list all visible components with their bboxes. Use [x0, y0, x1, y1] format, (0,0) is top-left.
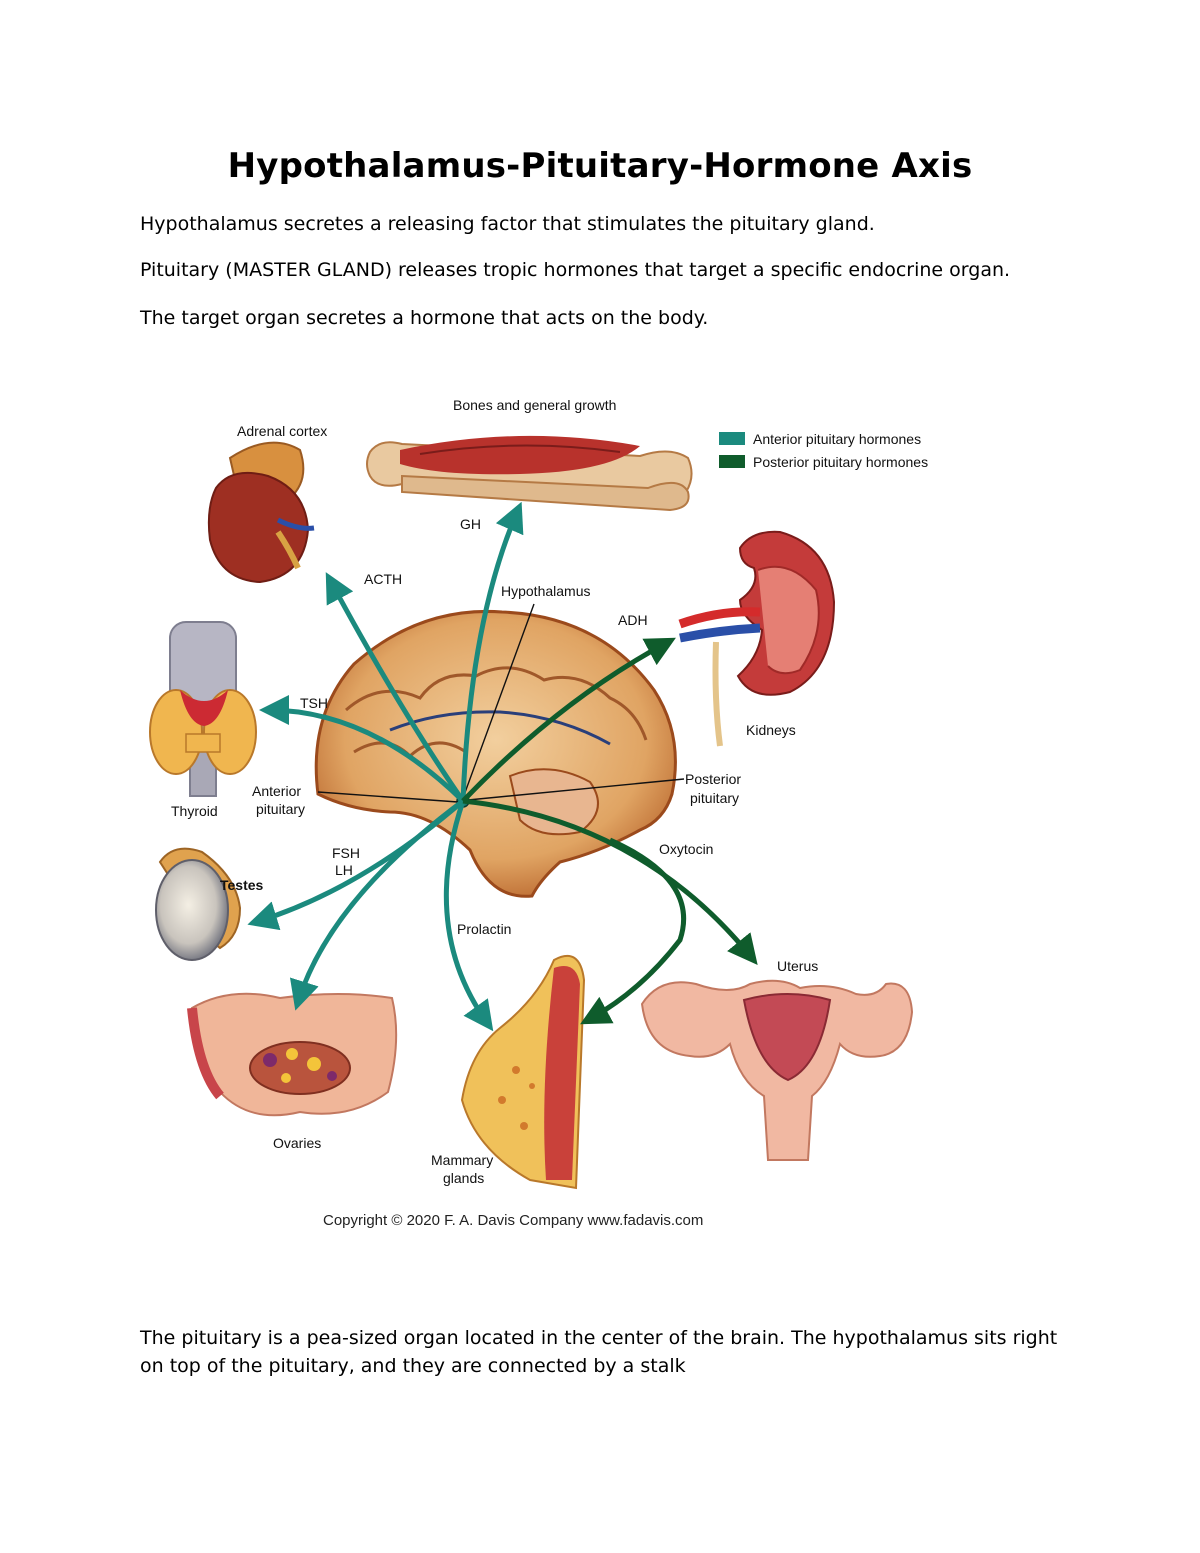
uterus-illustration — [640, 979, 914, 1161]
anterior-hormone-arrows — [247, 501, 524, 1032]
label-prolactin: Prolactin — [457, 921, 511, 937]
label-mammary-line1: Mammary — [431, 1152, 493, 1168]
page-title: Hypothalamus-Pituitary-Hormone Axis — [227, 146, 973, 186]
bone-illustration — [366, 435, 693, 512]
label-oxytocin: Oxytocin — [659, 841, 713, 857]
arrow-prolactin — [443, 800, 494, 1032]
label-bones: Bones and general growth — [453, 397, 616, 413]
label-posterior-pituitary-line1: Posterior — [685, 771, 741, 787]
figure-copyright: Copyright © 2020 F. A. Davis Company www… — [323, 1212, 703, 1229]
arrow-oxytocin-mammary — [580, 837, 687, 1025]
label-posterior-pituitary-line2: pituitary — [690, 790, 739, 806]
legend-posterior-swatch — [719, 455, 745, 468]
endocrine-axis-figure: Anterior pituitary hormones Posterior pi… — [140, 380, 960, 1240]
arrow-oxytocin-uterus — [462, 798, 758, 965]
label-tsh: TSH — [300, 695, 328, 711]
mammary-illustration — [460, 955, 586, 1190]
testis-illustration — [155, 847, 242, 961]
arrow-gh — [460, 501, 524, 802]
label-adh: ADH — [618, 612, 648, 628]
adrenal-illustration — [207, 441, 315, 584]
label-hypothalamus: Hypothalamus — [501, 583, 591, 599]
posterior-hormone-arrows — [461, 637, 758, 1025]
label-fsh: FSH — [332, 845, 360, 861]
label-thyroid: Thyroid — [171, 803, 218, 819]
label-testes: Testes — [220, 877, 264, 893]
ovary-illustration — [187, 992, 398, 1117]
arrow-lh-ovaries — [289, 798, 465, 1011]
arrow-adh — [461, 637, 676, 803]
label-ovaries: Ovaries — [273, 1135, 321, 1151]
label-acth: ACTH — [364, 571, 402, 587]
leader-lines — [317, 603, 685, 803]
legend-anterior-swatch — [719, 432, 745, 445]
legend-anterior-label: Anterior pituitary hormones — [753, 431, 921, 447]
footer-paragraph: The pituitary is a pea-sized organ locat… — [140, 1327, 1058, 1377]
label-anterior-pituitary-line2: pituitary — [256, 801, 305, 817]
arrow-acth — [325, 572, 466, 803]
label-gh: GH — [460, 516, 481, 532]
kidney-illustration — [678, 530, 836, 747]
intro-paragraph-1: Hypothalamus secretes a releasing factor… — [140, 213, 875, 235]
legend-posterior-label: Posterior pituitary hormones — [753, 454, 928, 470]
label-adrenal: Adrenal cortex — [237, 423, 327, 439]
legend: Anterior pituitary hormones Posterior pi… — [719, 431, 928, 470]
arrow-tsh — [258, 695, 465, 803]
label-mammary-line2: glands — [443, 1170, 484, 1186]
label-anterior-pituitary-line1: Anterior — [252, 783, 301, 799]
intro-paragraph-3: The target organ secretes a hormone that… — [140, 307, 709, 329]
label-lh: LH — [335, 862, 353, 878]
brain-illustration — [314, 609, 677, 898]
endocrine-diagram: Anterior pituitary hormones Posterior pi… — [149, 397, 928, 1229]
label-kidneys: Kidneys — [746, 722, 796, 738]
intro-paragraph-2: Pituitary (MASTER GLAND) releases tropic… — [140, 259, 1011, 281]
label-uterus: Uterus — [777, 958, 818, 974]
thyroid-illustration — [149, 621, 257, 797]
